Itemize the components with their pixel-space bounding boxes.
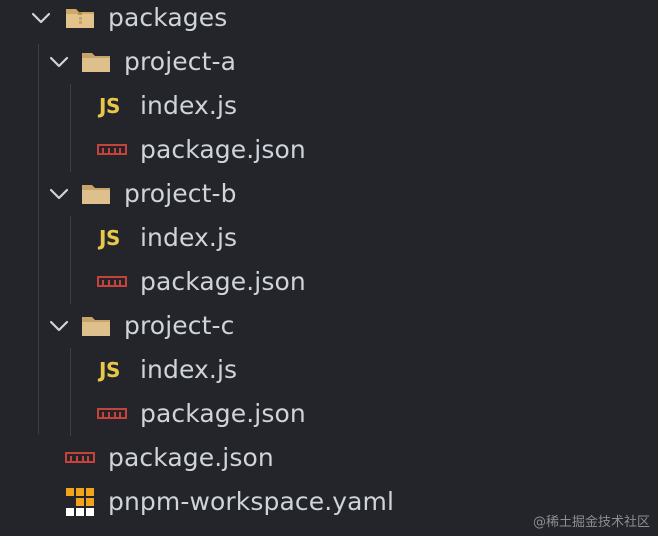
npm-package-icon (97, 276, 127, 287)
folder-icon (82, 53, 110, 72)
tree-item-label: package.json (140, 399, 306, 428)
tree-item-file[interactable]: package.json (0, 392, 658, 436)
tree-item-label: package.json (108, 443, 274, 472)
tree-item-file[interactable]: JS index.js (0, 84, 658, 128)
chevron-down-icon[interactable] (30, 11, 52, 25)
npm-package-icon (97, 408, 127, 419)
javascript-file-icon: JS (99, 94, 120, 118)
npm-package-icon (97, 144, 127, 155)
folder-icon (66, 9, 94, 28)
chevron-down-icon[interactable] (48, 187, 70, 201)
indent-guide-project-a (70, 84, 71, 172)
folder-icon (82, 317, 110, 336)
tree-item-label: package.json (140, 135, 306, 164)
indent-guide-project-c (70, 348, 71, 436)
npm-package-icon (65, 452, 95, 463)
tree-item-label: project-a (124, 47, 237, 76)
tree-item-file[interactable]: pnpm-workspace.yaml (0, 480, 658, 524)
tree-item-file[interactable]: package.json (0, 260, 658, 304)
indent-guide-project-b (70, 216, 71, 304)
tree-item-label: index.js (140, 223, 238, 252)
tree-item-label: index.js (140, 91, 238, 120)
tree-item-project-a-folder[interactable]: project-a (0, 40, 658, 84)
chevron-down-icon[interactable] (48, 319, 70, 333)
tree-item-label: project-c (124, 311, 235, 340)
javascript-file-icon: JS (99, 358, 120, 382)
tree-item-label: index.js (140, 355, 238, 384)
tree-item-file[interactable]: package.json (0, 128, 658, 172)
tree-item-label: pnpm-workspace.yaml (108, 487, 395, 516)
folder-icon (82, 185, 110, 204)
javascript-file-icon: JS (99, 226, 120, 250)
tree-item-project-c-folder[interactable]: project-c (0, 304, 658, 348)
tree-item-project-b-folder[interactable]: project-b (0, 172, 658, 216)
tree-item-file[interactable]: JS index.js (0, 348, 658, 392)
tree-item-label: project-b (124, 179, 237, 208)
indent-guide-packages (38, 44, 39, 434)
watermark-text: @稀土掘金技术社区 (532, 515, 650, 530)
pnpm-icon (66, 488, 94, 516)
tree-item-file[interactable]: JS index.js (0, 216, 658, 260)
chevron-down-icon[interactable] (48, 55, 70, 69)
tree-item-file[interactable]: package.json (0, 436, 658, 480)
tree-item-label: packages (108, 3, 228, 32)
tree-item-packages-folder[interactable]: packages (0, 0, 658, 40)
tree-item-label: package.json (140, 267, 306, 296)
